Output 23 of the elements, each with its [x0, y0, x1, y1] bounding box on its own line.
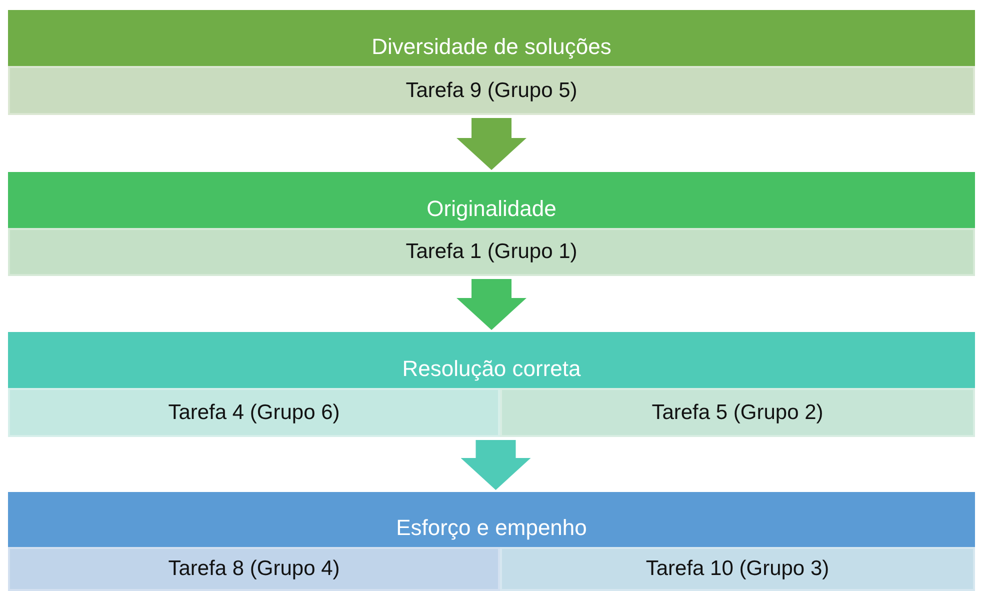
- header-band: [8, 172, 975, 228]
- block-arrow: [456, 279, 526, 330]
- task-label: Tarefa 5 (Grupo 2): [652, 400, 824, 424]
- task-box: [500, 547, 975, 591]
- task-box: [8, 66, 975, 115]
- task-label: Tarefa 8 (Grupo 4): [168, 557, 340, 581]
- task-label: Tarefa 10 (Grupo 3): [646, 557, 830, 581]
- band-title: Resolução correta: [402, 356, 581, 382]
- task-box: [500, 388, 975, 437]
- header-band: [8, 10, 975, 66]
- task-label: Tarefa 1 (Grupo 1): [406, 240, 578, 264]
- task-label: Tarefa 9 (Grupo 5): [406, 78, 578, 102]
- header-band: [8, 332, 975, 388]
- task-box: [8, 547, 500, 591]
- task-label: Tarefa 4 (Grupo 6): [168, 400, 340, 424]
- block-arrow: [460, 440, 531, 490]
- header-band: [8, 492, 975, 547]
- band-title: Esforço e empenho: [396, 515, 587, 541]
- task-box: [8, 228, 975, 276]
- band-title: Originalidade: [426, 196, 556, 222]
- task-box: [8, 388, 500, 437]
- block-arrow: [456, 118, 526, 170]
- band-title: Diversidade de soluções: [372, 34, 612, 60]
